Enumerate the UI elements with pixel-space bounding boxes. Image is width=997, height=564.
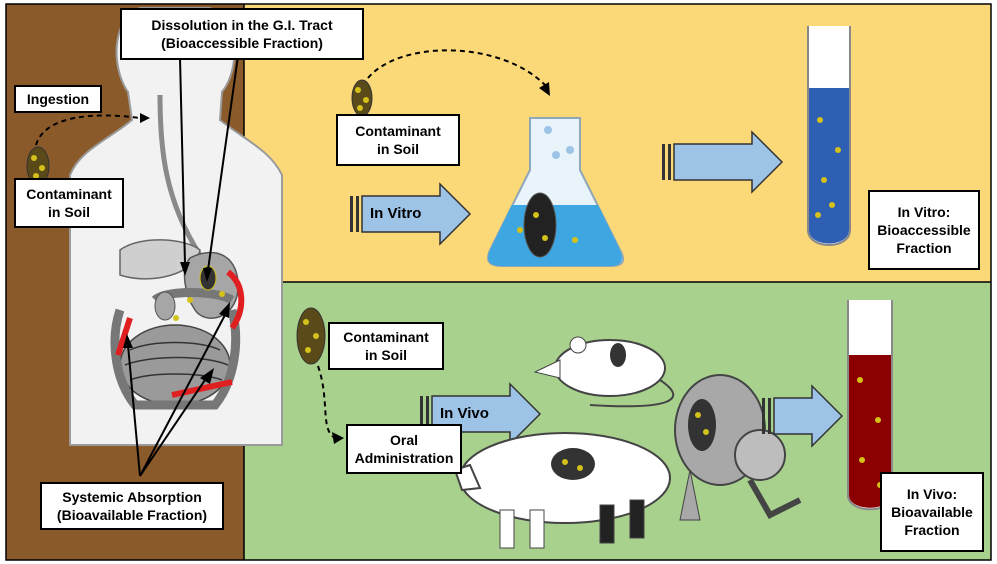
- soil-particle-icon: [352, 80, 372, 116]
- ingestion-label: Ingestion: [14, 85, 102, 113]
- in-vitro-arrow-label: In Vitro: [370, 205, 421, 222]
- systemic-absorption-label: Systemic Absorption (Bioavailable Fracti…: [40, 482, 224, 530]
- in-vivo-arrow-label: In Vivo: [440, 405, 489, 422]
- oral-administration-label: Oral Administration: [346, 424, 462, 474]
- in-vivo-result-label: In Vivo: Bioavailable Fraction: [880, 472, 984, 552]
- contaminant-vivo-label: Contaminant in Soil: [328, 322, 444, 370]
- contaminant-vitro-label: Contaminant in Soil: [336, 114, 460, 166]
- dissolution-label: Dissolution in the G.I. Tract (Bioaccess…: [120, 8, 364, 60]
- contaminant-left-label: Contaminant in Soil: [14, 178, 124, 228]
- in-vitro-result-label: In Vitro: Bioaccessible Fraction: [868, 190, 980, 270]
- soil-particle-icon: [297, 308, 325, 364]
- test-tube-icon: [808, 26, 850, 245]
